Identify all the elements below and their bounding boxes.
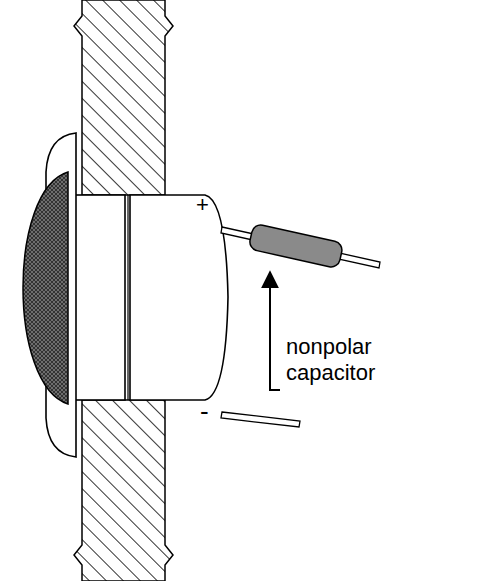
leader-line [270,272,280,390]
terminal-sign: + [196,192,209,218]
terminal-sign: - [200,396,209,427]
speaker-body [75,195,125,400]
speaker-body [130,195,228,400]
part-label: nonpolar capacitor [286,334,446,387]
wall-section [74,400,173,581]
capacitor-symbol [248,223,343,268]
negative-lead [221,412,300,427]
speaker-dome [23,172,68,404]
wall-section [74,0,173,195]
